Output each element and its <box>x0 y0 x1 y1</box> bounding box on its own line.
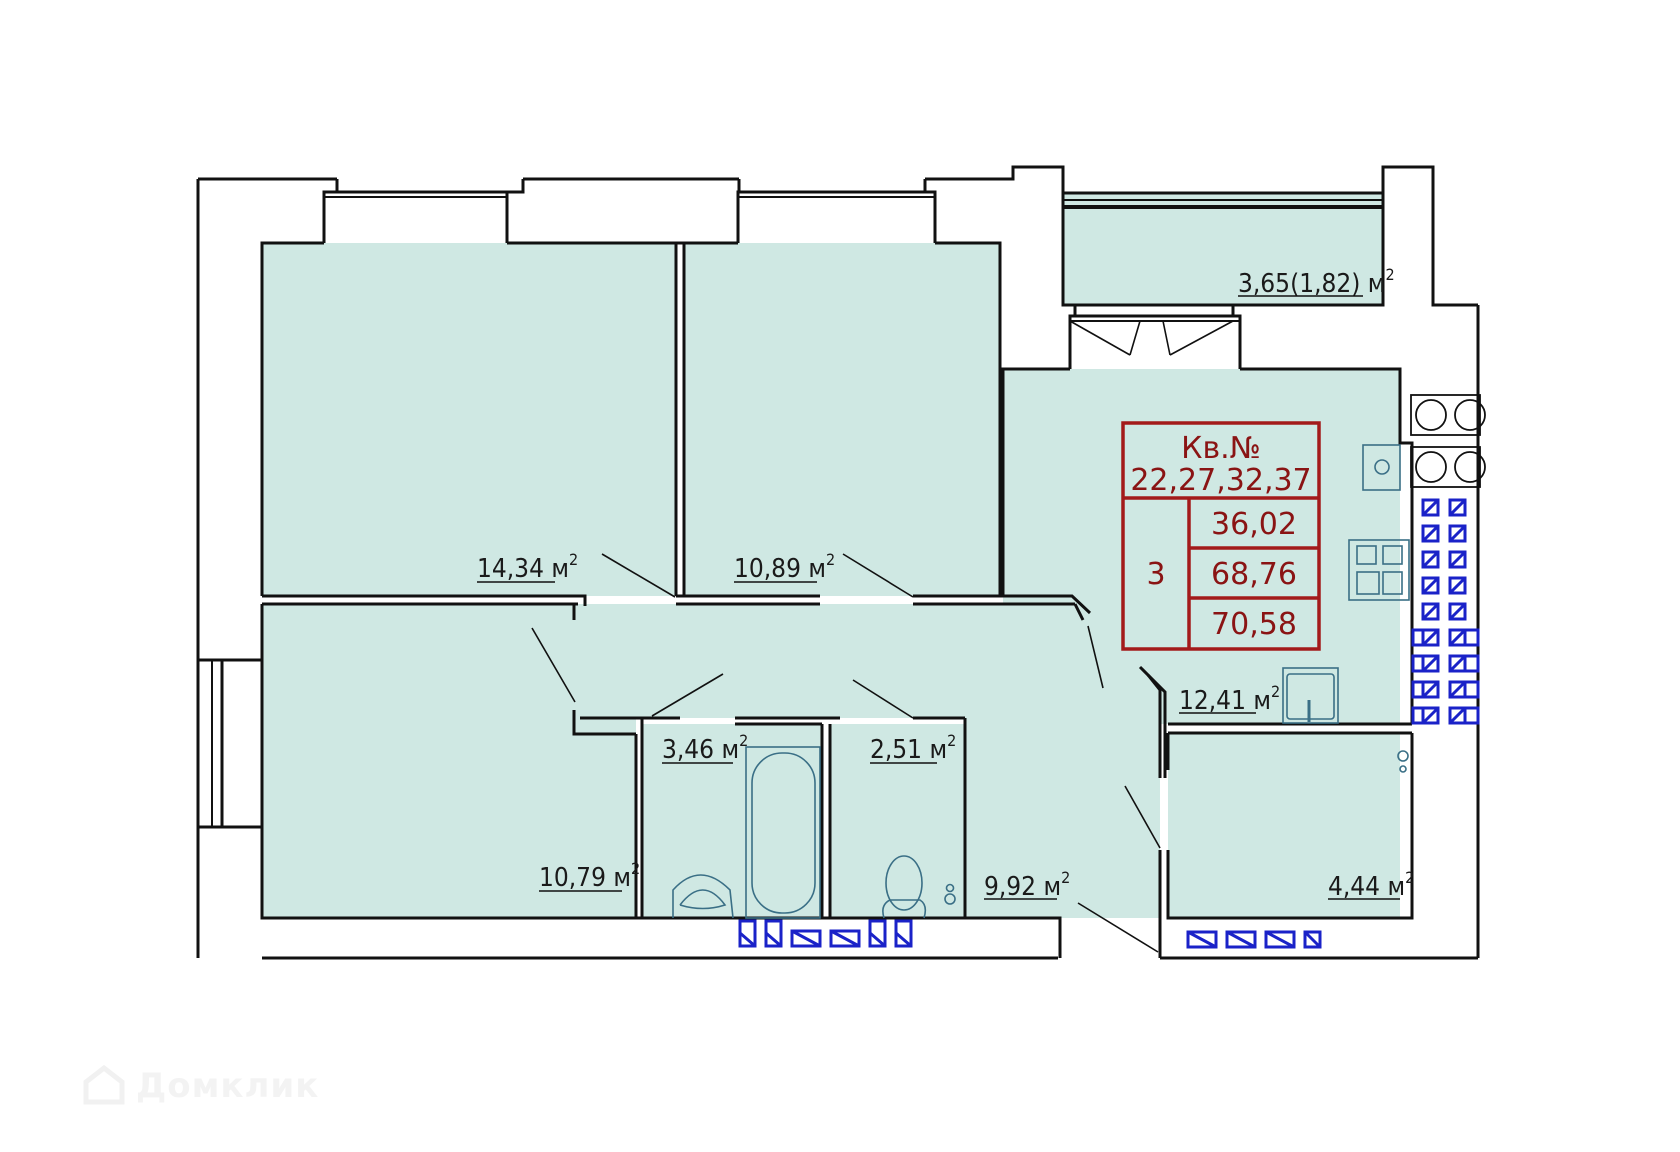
stove-icon <box>1348 539 1410 601</box>
rooms-count: 3 <box>1146 557 1165 592</box>
apartment-info-text: Кв.№ 22,27,32,37 3 36,02 68,76 70,58 <box>1130 431 1311 642</box>
exterior-units <box>1410 394 1486 488</box>
room-3-area: 10,79 м2 <box>539 859 640 893</box>
apartment-numbers: 22,27,32,37 <box>1130 463 1311 498</box>
kitchen-sink-icon <box>1282 667 1339 724</box>
room-1-area: 14,34 м2 <box>477 550 578 584</box>
domclick-watermark: Домклик <box>80 1062 319 1110</box>
toilet-icon <box>885 855 923 911</box>
apartment-info-table <box>1121 421 1321 651</box>
kitchen-ventilation <box>1411 498 1480 725</box>
room-2-area: 10,89 м2 <box>734 550 835 584</box>
room-fills <box>262 193 1400 918</box>
room-2-fill <box>684 243 1000 596</box>
kitchen-area: 12,41 м2 <box>1179 682 1280 716</box>
door-swings <box>531 320 1234 953</box>
wc-fill <box>830 724 965 918</box>
area-labels: 14,34 м2 10,89 м2 10,79 м2 3,46 м2 2,51 … <box>477 265 1414 902</box>
total-area-with-balcony: 70,58 <box>1211 607 1297 642</box>
ventilation-shafts <box>738 919 1322 949</box>
room-3-fill <box>262 604 636 918</box>
bathroom-area: 3,46 м2 <box>662 731 748 765</box>
bathtub-inner-icon <box>751 752 816 914</box>
apartment-number-label: Кв.№ <box>1181 431 1261 466</box>
round-sink-icon <box>1362 444 1401 491</box>
washbasin-icon <box>672 874 734 919</box>
room-1-fill <box>262 243 676 596</box>
storage-fill <box>1168 733 1400 918</box>
storage-area: 4,44 м2 <box>1328 868 1414 902</box>
hall-fill <box>580 604 1160 918</box>
living-area: 36,02 <box>1211 507 1297 542</box>
wc-area: 2,51 м2 <box>870 731 956 765</box>
bathtub-icon <box>745 746 821 919</box>
bathroom-fill <box>642 724 822 918</box>
balcony-area: 3,65(1,82) м2 <box>1238 265 1395 299</box>
balcony-fill <box>1063 193 1383 305</box>
total-area: 68,76 <box>1211 557 1297 592</box>
watermark-text: Домклик <box>136 1066 320 1106</box>
fixtures <box>672 444 1410 919</box>
walls <box>196 165 1480 960</box>
house-logo-icon <box>83 1064 125 1105</box>
hall-area: 9,92 м2 <box>984 868 1070 902</box>
